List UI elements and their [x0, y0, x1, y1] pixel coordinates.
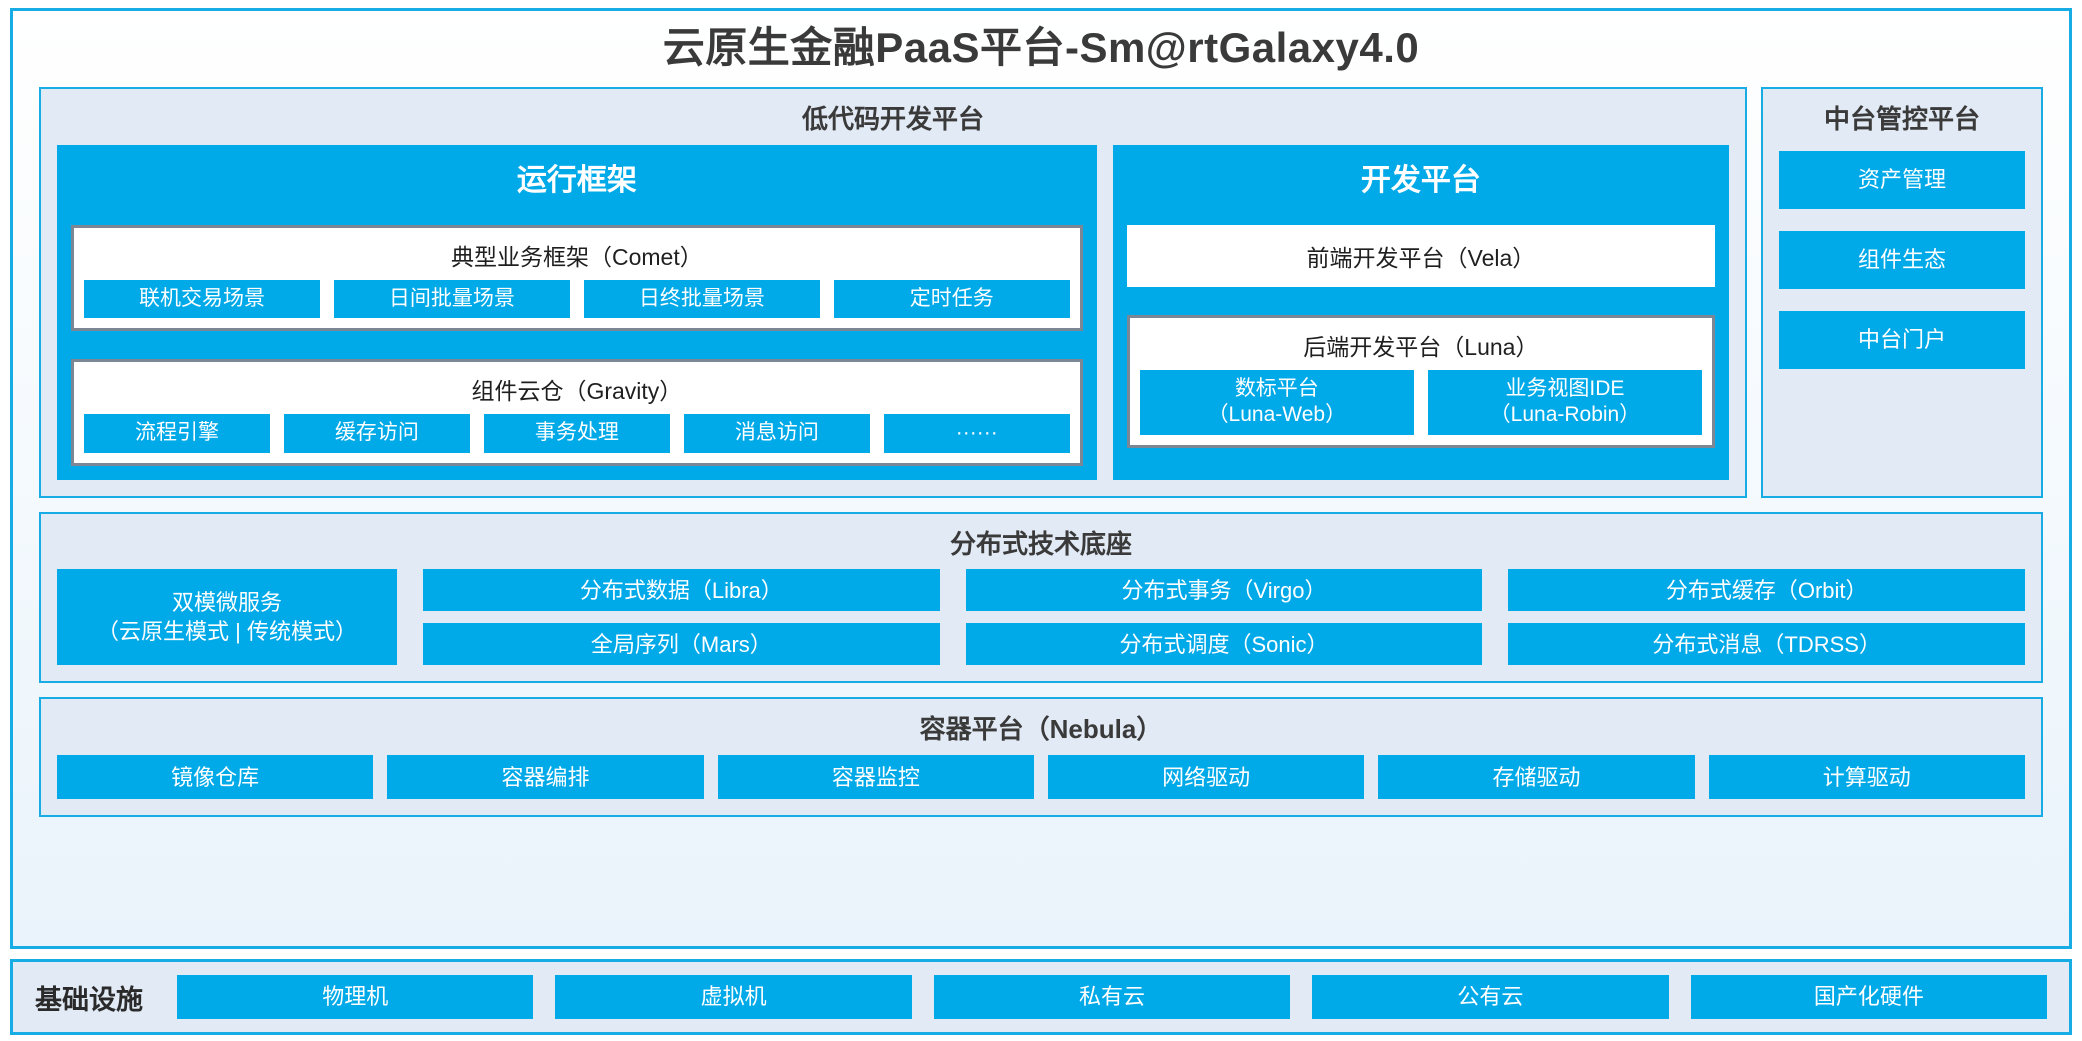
distributed-tile-virgo[interactable]: 分布式事务（Virgo）	[965, 569, 1483, 612]
backend-platform-card: 后端开发平台（Luna） 数标平台 （Luna-Web） 业务视图IDE （Lu…	[1126, 315, 1715, 448]
container-tile-image-registry[interactable]: 镜像仓库	[57, 755, 374, 800]
infrastructure-label: 基础设施	[35, 984, 143, 1015]
main-frame: 云原生金融PaaS平台-Sm@rtGalaxy4.0 低代码开发平台 运行框架 …	[10, 8, 2072, 949]
infra-tile-physical-machine[interactable]: 物理机	[177, 975, 534, 1019]
distributed-base-panel: 分布式技术底座 双模微服务 （云原生模式 | 传统模式） 分布式数据（Libra…	[39, 511, 2043, 684]
infra-tile-private-cloud[interactable]: 私有云	[933, 975, 1291, 1019]
control-platform-list: 资产管理 组件生态 中台门户	[1779, 145, 2025, 370]
control-platform-panel: 中台管控平台 资产管理 组件生态 中台门户	[1761, 87, 2043, 498]
gravity-tile[interactable]: 事务处理	[483, 414, 670, 453]
backend-tile-luna-robin[interactable]: 业务视图IDE （Luna-Robin）	[1427, 370, 1703, 435]
gravity-tile-row: 流程引擎 缓存访问 事务处理 消息访问 ······	[84, 414, 1070, 453]
distributed-tile-orbit[interactable]: 分布式缓存（Orbit）	[1508, 569, 2026, 612]
distributed-tile-sonic[interactable]: 分布式调度（Sonic）	[965, 623, 1483, 666]
infra-tile-public-cloud[interactable]: 公有云	[1312, 975, 1669, 1019]
runtime-framework-title: 运行框架	[516, 164, 637, 198]
control-item-asset-management[interactable]: 资产管理	[1779, 151, 2025, 210]
infrastructure-tiles: 物理机 虚拟机 私有云 公有云 国产化硬件	[177, 975, 2048, 1019]
lowcode-platform-title: 低代码开发平台	[801, 104, 984, 135]
comet-tile[interactable]: 日间批量场景	[333, 280, 570, 319]
page-title: 云原生金融PaaS平台-Sm@rtGalaxy4.0	[662, 24, 1420, 71]
container-tile-network-driver[interactable]: 网络驱动	[1047, 755, 1365, 800]
control-item-component-ecosystem[interactable]: 组件生态	[1779, 231, 2025, 290]
lowcode-platform-panel: 低代码开发平台 运行框架 典型业务框架（Comet） 联机交易场景 日间批量场景…	[39, 87, 1747, 498]
container-platform-title: 容器平台（Nebula）	[919, 714, 1163, 745]
infrastructure-panel: 基础设施 物理机 虚拟机 私有云 公有云 国产化硬件	[10, 959, 2072, 1035]
gravity-tile[interactable]: 缓存访问	[283, 414, 470, 453]
backend-tile-luna-web[interactable]: 数标平台 （Luna-Web）	[1139, 370, 1414, 435]
container-tile-compute-driver[interactable]: 计算驱动	[1708, 755, 2025, 800]
container-tile-monitoring[interactable]: 容器监控	[717, 755, 1034, 800]
comet-title: 典型业务框架（Comet）	[451, 244, 703, 271]
infra-tile-domestic-hardware[interactable]: 国产化硬件	[1690, 975, 2048, 1019]
comet-tile[interactable]: 联机交易场景	[84, 280, 320, 319]
distributed-base-title: 分布式技术底座	[949, 528, 1132, 559]
control-item-portal[interactable]: 中台门户	[1779, 311, 2025, 370]
dev-platform-title: 开发平台	[1360, 164, 1481, 198]
distributed-tile-mars[interactable]: 全局序列（Mars）	[423, 623, 940, 666]
dual-mode-microservice-tile[interactable]: 双模微服务 （云原生模式 | 传统模式）	[57, 569, 397, 666]
distributed-column-2: 分布式事务（Virgo） 分布式调度（Sonic）	[965, 569, 1483, 666]
infra-tile-virtual-machine[interactable]: 虚拟机	[555, 975, 912, 1019]
distributed-column-3: 分布式缓存（Orbit） 分布式消息（TDRSS）	[1508, 569, 2026, 666]
gravity-card: 组件云仓（Gravity） 流程引擎 缓存访问 事务处理 消息访问 ······	[71, 359, 1083, 466]
dev-platform-card: 开发平台 前端开发平台（Vela） 后端开发平台（Luna） 数标平台 （Lun…	[1112, 145, 1729, 480]
distributed-tile-tdrss[interactable]: 分布式消息（TDRSS）	[1508, 623, 2026, 666]
dual-mode-microservice-wrapper: 双模微服务 （云原生模式 | 传统模式）	[57, 569, 397, 666]
backend-platform-title: 后端开发平台（Luna）	[1303, 334, 1539, 361]
gravity-tile[interactable]: 消息访问	[683, 414, 870, 453]
comet-tile-row: 联机交易场景 日间批量场景 日终批量场景 定时任务	[84, 280, 1070, 319]
frontend-platform-label: 前端开发平台（Vela）	[1306, 245, 1536, 272]
container-platform-tiles: 镜像仓库 容器编排 容器监控 网络驱动 存储驱动 计算驱动	[57, 755, 2025, 800]
comet-card: 典型业务框架（Comet） 联机交易场景 日间批量场景 日终批量场景 定时任务	[71, 225, 1083, 332]
backend-tile-row: 数标平台 （Luna-Web） 业务视图IDE （Luna-Robin）	[1139, 370, 1703, 435]
frontend-platform-card[interactable]: 前端开发平台（Vela）	[1126, 225, 1715, 288]
distributed-base-body: 双模微服务 （云原生模式 | 传统模式） 分布式数据（Libra） 全局序列（M…	[57, 569, 2026, 666]
lowcode-platform-body: 运行框架 典型业务框架（Comet） 联机交易场景 日间批量场景 日终批量场景 …	[57, 145, 1729, 480]
gravity-tile[interactable]: 流程引擎	[84, 414, 270, 453]
comet-tile[interactable]: 日终批量场景	[583, 280, 820, 319]
gravity-tile-more[interactable]: ······	[883, 414, 1070, 453]
container-tile-orchestration[interactable]: 容器编排	[387, 755, 704, 800]
container-tile-storage-driver[interactable]: 存储驱动	[1378, 755, 1695, 800]
distributed-tile-libra[interactable]: 分布式数据（Libra）	[423, 569, 940, 612]
gravity-title: 组件云仓（Gravity）	[471, 378, 683, 405]
control-platform-title: 中台管控平台	[1823, 104, 1980, 135]
distributed-column-1: 分布式数据（Libra） 全局序列（Mars）	[423, 569, 940, 666]
top-row: 低代码开发平台 运行框架 典型业务框架（Comet） 联机交易场景 日间批量场景…	[39, 87, 2043, 498]
comet-tile[interactable]: 定时任务	[833, 280, 1070, 319]
container-platform-panel: 容器平台（Nebula） 镜像仓库 容器编排 容器监控 网络驱动 存储驱动 计算…	[39, 697, 2043, 818]
runtime-framework-card: 运行框架 典型业务框架（Comet） 联机交易场景 日间批量场景 日终批量场景 …	[57, 145, 1097, 480]
